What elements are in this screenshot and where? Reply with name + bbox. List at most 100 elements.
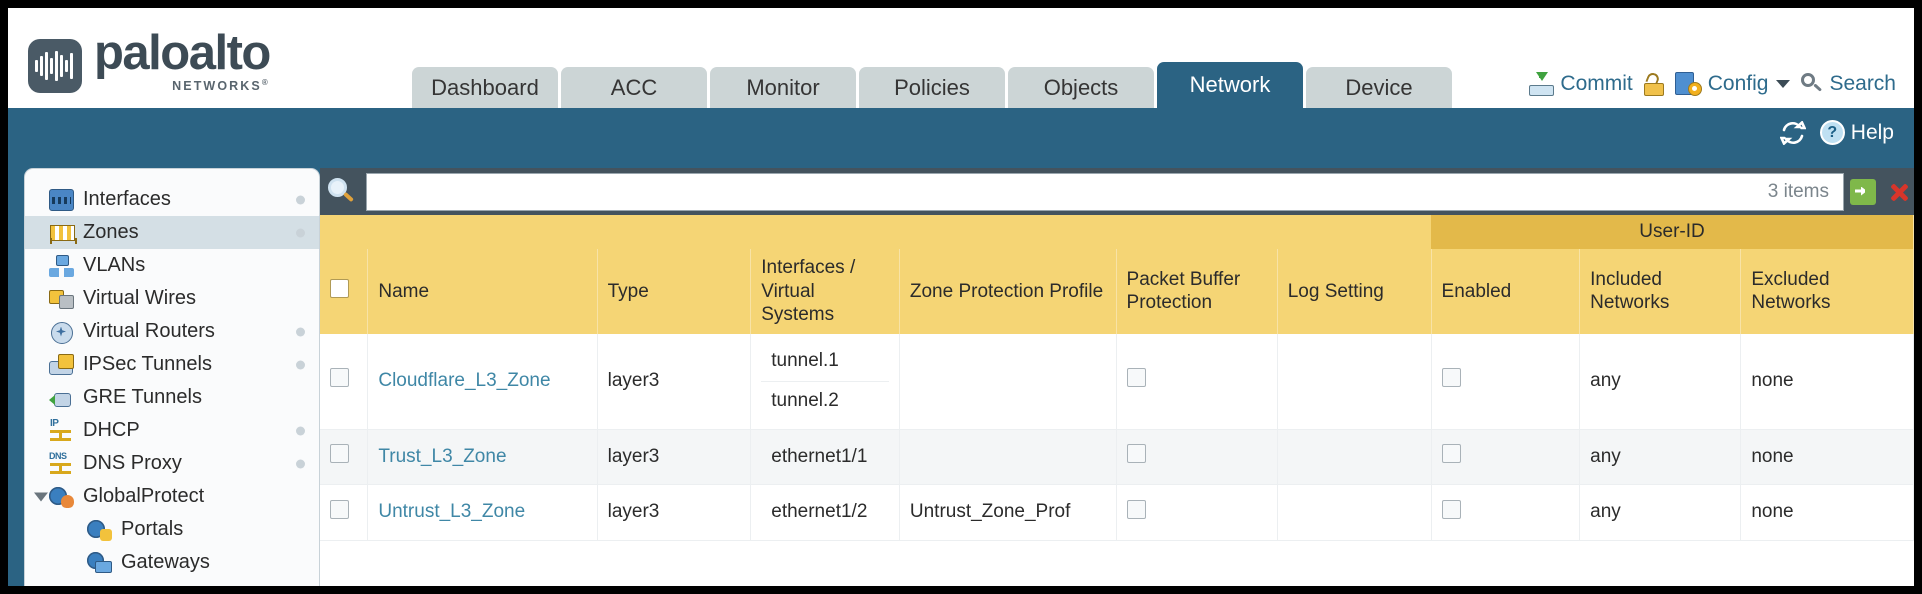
expander-triangle-icon[interactable] xyxy=(34,492,48,501)
user-id-enabled-checkbox[interactable] xyxy=(1441,499,1461,519)
user-id-enabled-checkbox[interactable] xyxy=(1441,444,1461,464)
sidebar-item-gre-tunnels[interactable]: GRE Tunnels xyxy=(25,381,319,414)
select-all-checkbox[interactable] xyxy=(330,278,349,298)
row-checkbox-cell[interactable] xyxy=(320,484,369,542)
sidebar-item-virtual-routers[interactable]: Virtual Routers xyxy=(25,315,319,348)
tab-device[interactable]: Device xyxy=(1306,67,1452,108)
main-tab-bar: Dashboard ACC Monitor Policies Objects N… xyxy=(412,62,1452,108)
table-group-header-row: User-ID xyxy=(320,215,1914,249)
sidebar-item-virtual-wires[interactable]: Virtual Wires xyxy=(25,282,319,315)
chevron-down-icon xyxy=(1776,80,1791,88)
search-input[interactable] xyxy=(377,180,1768,203)
user-id-enabled-checkbox[interactable] xyxy=(1441,368,1461,388)
header-name[interactable]: Name xyxy=(367,248,598,334)
table-row[interactable]: Trust_L3_Zone layer3 ethernet1/1 xyxy=(320,429,1914,486)
row-zone-protection-cell xyxy=(899,334,1117,430)
zone-name-link[interactable]: Trust_L3_Zone xyxy=(378,445,507,467)
sidebar-item-dns-proxy[interactable]: DNS Proxy xyxy=(25,447,319,480)
row-checkbox[interactable] xyxy=(330,444,349,464)
sidebar-status-dot xyxy=(296,195,305,204)
search-icon xyxy=(1801,73,1823,95)
header-log-setting[interactable]: Log Setting xyxy=(1277,248,1432,334)
tab-monitor[interactable]: Monitor xyxy=(710,67,856,108)
tab-network[interactable]: Network xyxy=(1157,62,1303,108)
registered-mark: ® xyxy=(261,77,270,87)
row-name-cell: Untrust_L3_Zone xyxy=(367,484,598,542)
row-packet-buffer-cell[interactable] xyxy=(1116,429,1278,486)
vlans-icon xyxy=(49,254,74,277)
commit-button[interactable]: Commit xyxy=(1529,72,1633,96)
header-included-networks[interactable]: Included Networks xyxy=(1579,248,1742,334)
row-interfaces-cell: ethernet1/2 xyxy=(750,484,900,542)
sidebar-item-label: GRE Tunnels xyxy=(83,386,202,408)
packet-buffer-checkbox[interactable] xyxy=(1126,444,1146,464)
sidebar-item-dhcp[interactable]: DHCP xyxy=(25,414,319,447)
table-row[interactable]: Untrust_L3_Zone layer3 ethernet1/2 Untru… xyxy=(320,484,1914,542)
sidebar-item-ipsec-tunnels[interactable]: IPSec Tunnels xyxy=(25,348,319,381)
apply-filter-icon[interactable] xyxy=(1850,178,1876,205)
row-packet-buffer-cell[interactable] xyxy=(1116,484,1278,542)
header-select-all[interactable] xyxy=(320,248,369,334)
group-header-spacer xyxy=(320,215,1432,249)
interfaces-icon xyxy=(49,188,74,211)
paloalto-logo-icon xyxy=(28,38,82,93)
sidebar-item-interfaces[interactable]: Interfaces xyxy=(25,183,319,216)
zone-name-link[interactable]: Untrust_L3_Zone xyxy=(378,501,526,523)
interface-item: tunnel.1 xyxy=(761,342,889,382)
sidebar-item-label: Zones xyxy=(83,221,139,243)
sidebar-item-label: IPSec Tunnels xyxy=(83,353,212,375)
header-enabled[interactable]: Enabled xyxy=(1431,248,1581,334)
row-checkbox[interactable] xyxy=(330,368,349,388)
unlock-icon[interactable] xyxy=(1643,70,1664,96)
row-checkbox-cell[interactable] xyxy=(320,429,369,486)
config-label: Config xyxy=(1707,72,1769,95)
filter-bar: 3 items xyxy=(320,168,1914,215)
search-button[interactable]: Search xyxy=(1801,72,1896,96)
row-name-cell: Trust_L3_Zone xyxy=(367,429,598,486)
header-excluded-networks[interactable]: Excluded Networks xyxy=(1740,248,1914,334)
dhcp-icon xyxy=(49,418,74,442)
refresh-icon[interactable] xyxy=(1779,120,1806,145)
clear-filter-icon[interactable] xyxy=(1886,179,1912,205)
sidebar-item-globalprotect[interactable]: GlobalProtect xyxy=(25,480,319,513)
tab-objects[interactable]: Objects xyxy=(1008,67,1154,108)
packet-buffer-checkbox[interactable] xyxy=(1126,499,1146,519)
row-enabled-cell[interactable] xyxy=(1431,429,1581,486)
row-included-networks-cell: any xyxy=(1579,429,1742,486)
help-button[interactable]: ? Help xyxy=(1819,120,1894,145)
search-field-wrapper: 3 items xyxy=(366,172,1844,211)
sidebar-item-zones[interactable]: Zones xyxy=(25,216,319,249)
row-excluded-networks-cell: none xyxy=(1740,429,1914,486)
row-enabled-cell[interactable] xyxy=(1431,484,1581,542)
row-zone-protection-cell: Untrust_Zone_Prof xyxy=(899,484,1117,542)
tab-acc[interactable]: ACC xyxy=(561,67,707,108)
table-row[interactable]: Cloudflare_L3_Zone layer3 tunnel.1 tunne… xyxy=(320,334,1914,430)
row-excluded-networks-cell: none xyxy=(1740,484,1914,542)
tab-policies[interactable]: Policies xyxy=(859,67,1005,108)
config-menu[interactable]: Config xyxy=(1674,72,1791,96)
row-enabled-cell[interactable] xyxy=(1431,334,1581,430)
row-packet-buffer-cell[interactable] xyxy=(1116,334,1278,430)
header-interfaces[interactable]: Interfaces / Virtual Systems xyxy=(750,248,900,334)
interface-item: ethernet1/2 xyxy=(771,501,868,523)
header-zone-protection-profile[interactable]: Zone Protection Profile xyxy=(899,248,1117,334)
header-type[interactable]: Type xyxy=(597,248,752,334)
packet-buffer-checkbox[interactable] xyxy=(1126,368,1146,388)
sidebar-item-vlans[interactable]: VLANs xyxy=(25,249,319,282)
row-type-cell: layer3 xyxy=(597,484,752,542)
zones-table: User-ID Name Type Interfaces / Virtual S… xyxy=(320,215,1914,542)
sidebar-item-label: Portals xyxy=(121,518,184,540)
zone-name-link[interactable]: Cloudflare_L3_Zone xyxy=(378,369,551,391)
row-checkbox[interactable] xyxy=(330,499,349,519)
sub-header-band: ? Help xyxy=(8,108,1914,168)
band-actions: ? Help xyxy=(1779,120,1894,145)
header-packet-buffer-protection[interactable]: Packet Buffer Protection xyxy=(1116,248,1278,334)
commit-label: Commit xyxy=(1560,72,1633,95)
search-icon[interactable] xyxy=(328,177,356,206)
sidebar-item-gateways[interactable]: Gateways xyxy=(25,546,319,579)
sidebar-item-portals[interactable]: Portals xyxy=(25,513,319,546)
sidebar-status-dot xyxy=(296,459,305,468)
tab-dashboard[interactable]: Dashboard xyxy=(412,67,558,108)
row-checkbox-cell[interactable] xyxy=(320,334,369,430)
